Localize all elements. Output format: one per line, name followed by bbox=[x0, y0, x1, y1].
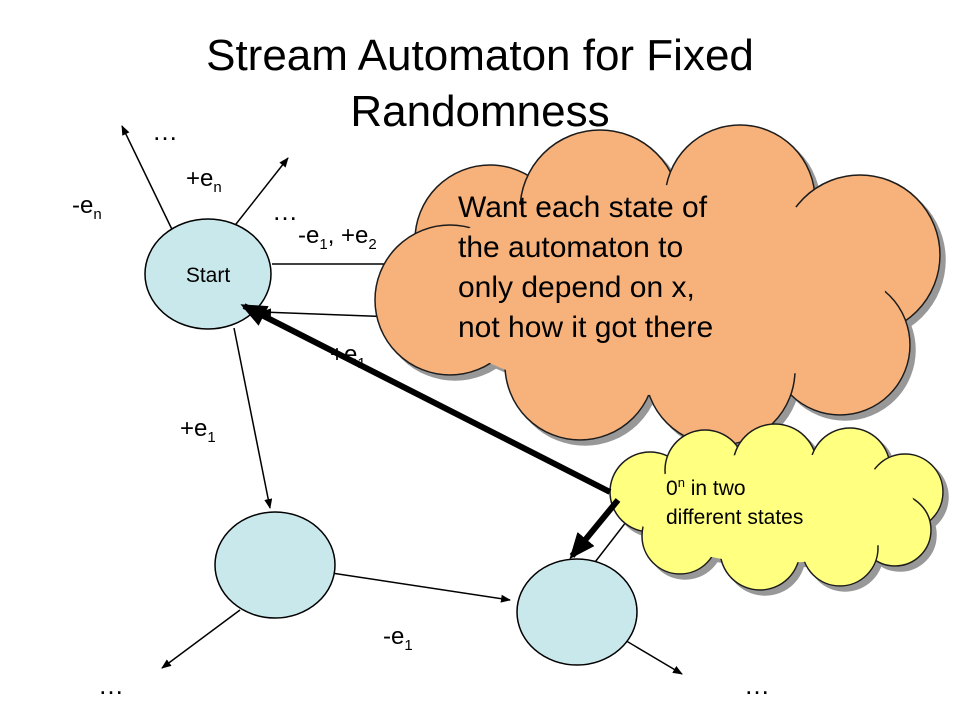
small-cloud-line2: different states bbox=[666, 506, 804, 529]
big-thought-cloud bbox=[374, 124, 941, 446]
node-2 bbox=[214, 511, 336, 619]
edge-start-minus-en bbox=[121, 125, 181, 247]
ellipsis-bottom-left: … bbox=[98, 670, 124, 700]
ellipsis-top-mid: … bbox=[272, 196, 298, 226]
slide-title-line1: Stream Automaton for Fixed bbox=[206, 31, 754, 80]
small-thought-cloud bbox=[609, 423, 944, 591]
big-cloud-text: Want each state of the automaton to only… bbox=[458, 188, 713, 348]
big-cloud-line3: only depend on x, bbox=[458, 271, 695, 304]
edge-start-node2 bbox=[233, 327, 273, 509]
thick-arrow-to-node3 bbox=[569, 498, 621, 560]
big-cloud-line1: Want each state of bbox=[458, 191, 708, 224]
slide-title: Stream Automaton for Fixed Randomness bbox=[80, 28, 880, 140]
edge-label-minus-en: -en bbox=[72, 192, 102, 223]
small-cloud-text: 0n in two different states bbox=[666, 468, 803, 532]
ellipsis-top-left: … bbox=[152, 116, 178, 146]
node-start bbox=[144, 218, 272, 330]
small-cloud-line1: 0n in two bbox=[666, 475, 746, 500]
big-cloud-line4: not how it got there bbox=[458, 311, 714, 344]
edge-label-minus-e1-bottom: -e1 bbox=[383, 623, 413, 654]
edge-node3-bottom-right bbox=[617, 635, 683, 675]
ellipsis-bottom-right: … bbox=[744, 670, 770, 700]
node-3 bbox=[516, 558, 638, 666]
node-start-label: Start bbox=[186, 264, 231, 287]
big-cloud-line2: the automaton to bbox=[458, 231, 684, 264]
edge-label-minus-e1-plus-e2: -e1, +e2 bbox=[298, 222, 377, 253]
thick-arrow-to-start bbox=[240, 303, 612, 495]
edge-label-plus-e1-left: +e1 bbox=[180, 415, 216, 446]
edge-node2-bottom-left bbox=[161, 609, 241, 669]
edge-node2-node3 bbox=[324, 571, 511, 603]
slide-title-line2: Randomness bbox=[350, 87, 610, 136]
edge-label-plus-en: +en bbox=[186, 165, 222, 196]
